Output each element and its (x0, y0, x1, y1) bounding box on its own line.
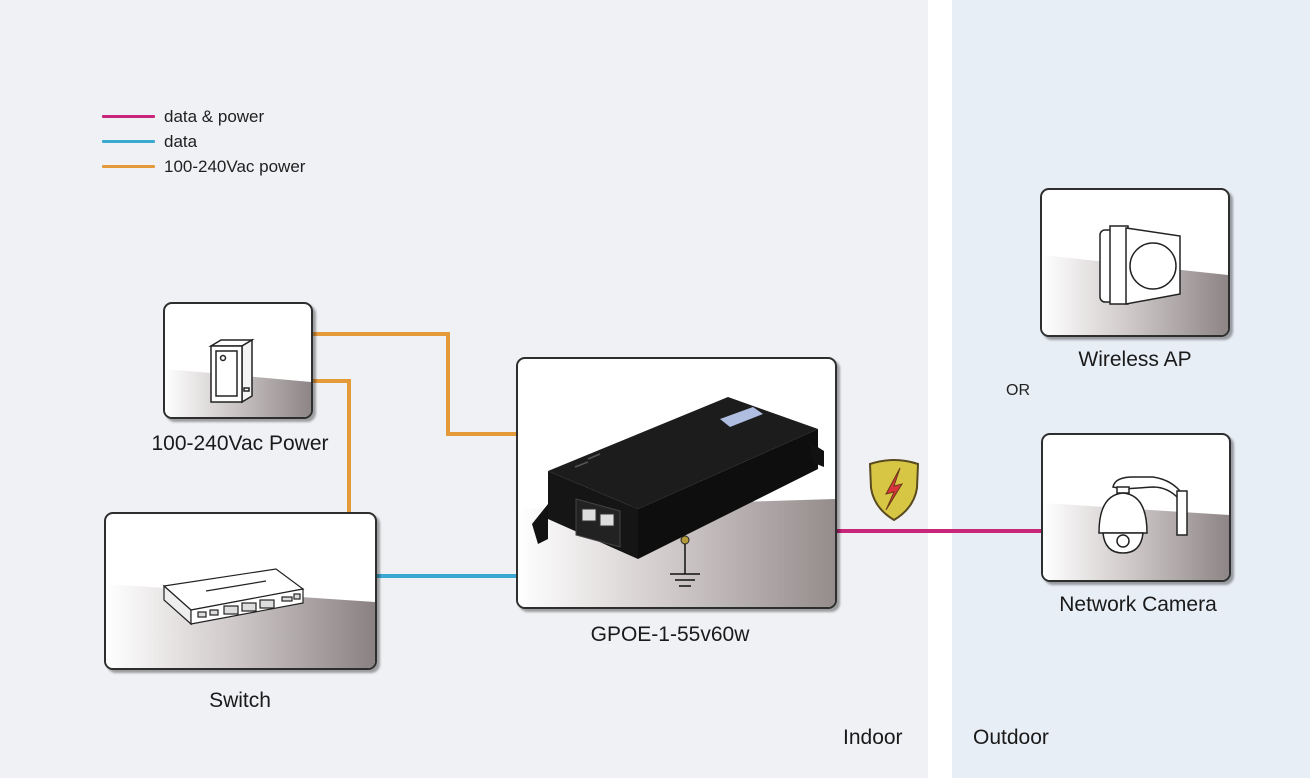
wire-power-to-switch (312, 379, 351, 513)
outdoor-label: Outdoor (973, 726, 1049, 749)
injector-card (516, 357, 837, 609)
wireless-ap-label: Wireless AP (1078, 348, 1192, 371)
ptz-camera-icon (1043, 476, 1229, 580)
legend-item-data-power: data & power (102, 104, 305, 129)
power-source-label: 100-240Vac Power (151, 432, 329, 455)
legend-swatch-ac-power (102, 165, 155, 168)
legend-label: data & power (164, 106, 265, 126)
legend-item-data: data (102, 129, 305, 154)
power-outlet-icon (165, 338, 311, 417)
legend-label: 100-240Vac power (164, 156, 306, 176)
legend-swatch-data (102, 140, 155, 143)
power-source-card (163, 302, 313, 419)
outdoor-zone (952, 0, 1310, 778)
legend-item-ac-power: 100-240Vac power (102, 154, 305, 179)
surge-shield-icon (868, 459, 920, 522)
switch-label: Switch (209, 689, 271, 712)
legend: data & power data 100-240Vac power (102, 104, 305, 179)
wireless-ap-card (1040, 188, 1230, 337)
poe-injector-icon (518, 397, 835, 607)
network-switch-icon (106, 568, 375, 668)
injector-label: GPOE-1-55v60w (590, 623, 750, 646)
or-label: OR (1006, 382, 1030, 399)
network-camera-card (1041, 433, 1231, 582)
legend-label: data (164, 131, 198, 151)
switch-card (104, 512, 377, 670)
wireless-ap-icon (1042, 225, 1228, 335)
network-camera-label: Network Camera (1059, 593, 1217, 616)
wire-power-to-injector (312, 332, 518, 436)
legend-swatch-data-power (102, 115, 155, 118)
indoor-label: Indoor (843, 726, 903, 749)
